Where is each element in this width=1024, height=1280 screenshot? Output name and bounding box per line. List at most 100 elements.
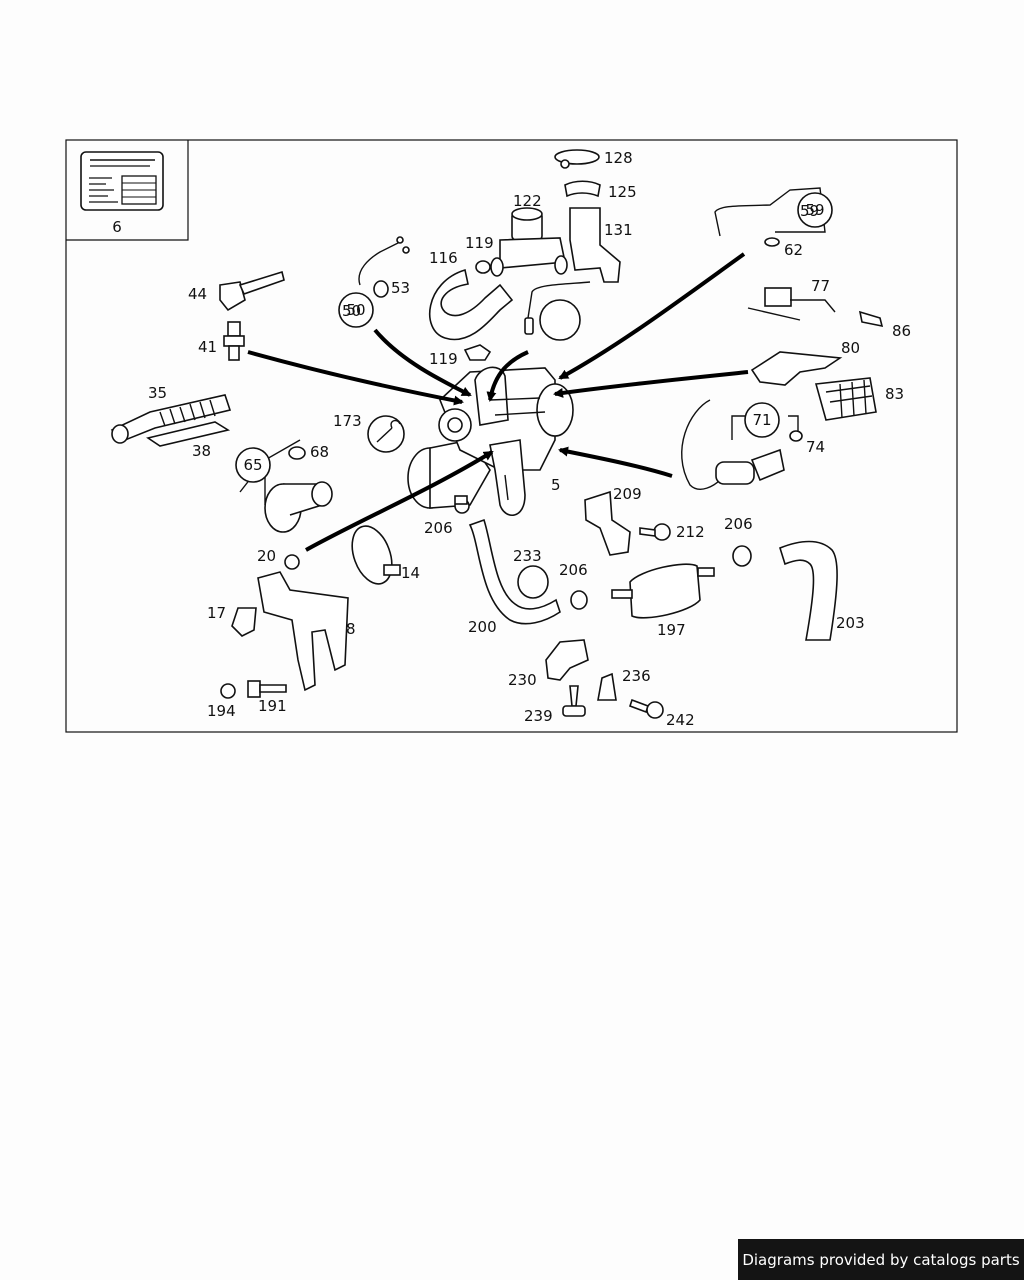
diagram-frame [65, 139, 958, 733]
part-label: 122 [513, 192, 542, 210]
wrench-icon [367, 415, 405, 453]
part-206-clamp [570, 590, 588, 610]
assembly-arrows [247, 252, 749, 552]
part-label: 20 [257, 547, 276, 565]
callout-circle-71 [744, 402, 780, 438]
part-119-clip [475, 260, 491, 274]
part-8-bracket [257, 571, 349, 692]
part-label: 5 [551, 476, 561, 494]
part-label: 173 [333, 412, 362, 430]
part-62-oring [764, 237, 780, 247]
part-label: 236 [622, 667, 651, 685]
part-label: 239 [524, 707, 553, 725]
part-wire-50 [358, 241, 401, 286]
part-label: 83 [885, 385, 904, 403]
part-label: 128 [604, 149, 633, 167]
footer-credit: Diagrams provided by catalogs parts [738, 1239, 1024, 1280]
part-label: 59 [800, 202, 819, 220]
part-label: 191 [258, 697, 287, 715]
part-label: 209 [613, 485, 642, 503]
part-label: 203 [836, 614, 865, 632]
part-86-plug [858, 310, 884, 328]
part-14-clamp [351, 525, 401, 585]
part-label: 119 [465, 234, 494, 252]
callout-circle-65 [235, 447, 271, 483]
part-206-clamp-right [732, 545, 752, 567]
part-38-gasket [146, 421, 231, 447]
callout-label-65: 65 [243, 456, 262, 474]
part-197-muffler [611, 563, 715, 619]
callout-circle-50 [338, 292, 374, 328]
part-label: 197 [657, 621, 686, 639]
part-label: 206 [724, 515, 753, 533]
part-label: 8 [346, 620, 356, 638]
part-label: 206 [424, 519, 453, 537]
part-label: 53 [391, 279, 410, 297]
part-71-sensor [681, 399, 799, 490]
callout-label-71: 71 [752, 411, 771, 429]
part-236-clip [597, 672, 617, 701]
callout-label-50: 50 [346, 301, 365, 319]
part-59-wire [714, 187, 826, 237]
part-label: 212 [676, 523, 705, 541]
part-label: 230 [508, 671, 537, 689]
part-number-labels: 6 128 125 122 131 119 116 59 62 53 50 44… [112, 149, 911, 729]
part-label: 119 [429, 350, 458, 368]
part-label: 35 [148, 384, 167, 402]
part-label: 233 [513, 547, 542, 565]
part-label: 206 [559, 561, 588, 579]
part-label: 68 [310, 443, 329, 461]
part-119-lower [463, 344, 492, 361]
part-17-damper [231, 607, 257, 637]
part-242-screw [628, 698, 664, 719]
part-128-clamp [554, 149, 600, 169]
part-239-screw [562, 685, 586, 717]
part-label: 14 [401, 564, 420, 582]
part-label: 44 [188, 285, 207, 303]
part-label: 86 [892, 322, 911, 340]
part-label: 41 [198, 338, 217, 356]
callout-circle-59 [797, 192, 833, 228]
part-122-valve [490, 207, 568, 277]
part-label: 17 [207, 604, 226, 622]
part-label: 194 [207, 702, 236, 720]
part-212-screw [639, 523, 671, 541]
part-label: 242 [666, 711, 695, 729]
part-44-connector [219, 270, 285, 312]
part-209-bracket [584, 490, 631, 556]
part-194-nut [220, 683, 236, 699]
part-68-oring [288, 446, 306, 460]
part-label: 116 [429, 249, 458, 267]
part-203-pipe [779, 540, 838, 641]
part-77-relay [747, 287, 836, 321]
part-label: 50 [342, 302, 361, 320]
part-80-bracket [750, 351, 843, 386]
part-116-hose [429, 268, 514, 341]
part-label: 74 [806, 438, 825, 456]
part-233-grommet [517, 565, 549, 599]
part-label: 62 [784, 241, 803, 259]
part-206-clip [454, 495, 470, 514]
legend-box [66, 140, 189, 241]
part-35-hose [110, 394, 232, 444]
part-label: 125 [608, 183, 637, 201]
part-tube [527, 281, 591, 319]
part-label: 131 [604, 221, 633, 239]
part-label: 6 [112, 218, 122, 236]
part-label: 80 [841, 339, 860, 357]
part-bulb [539, 299, 581, 341]
part-200-hose [468, 518, 561, 625]
part-230-bracket [545, 639, 589, 681]
part-65-fitting [239, 439, 333, 533]
part-label: 200 [468, 618, 497, 636]
part-41-sensor [223, 321, 245, 361]
part-label: 77 [811, 277, 830, 295]
part-label: 38 [192, 442, 211, 460]
part-20-nut [284, 554, 300, 570]
callout-label-59: 59 [805, 201, 824, 219]
part-74-oring [789, 430, 803, 442]
part-191-bolt [247, 680, 287, 698]
part-131-bracket [569, 207, 621, 283]
part-125-sleeve [564, 180, 601, 198]
